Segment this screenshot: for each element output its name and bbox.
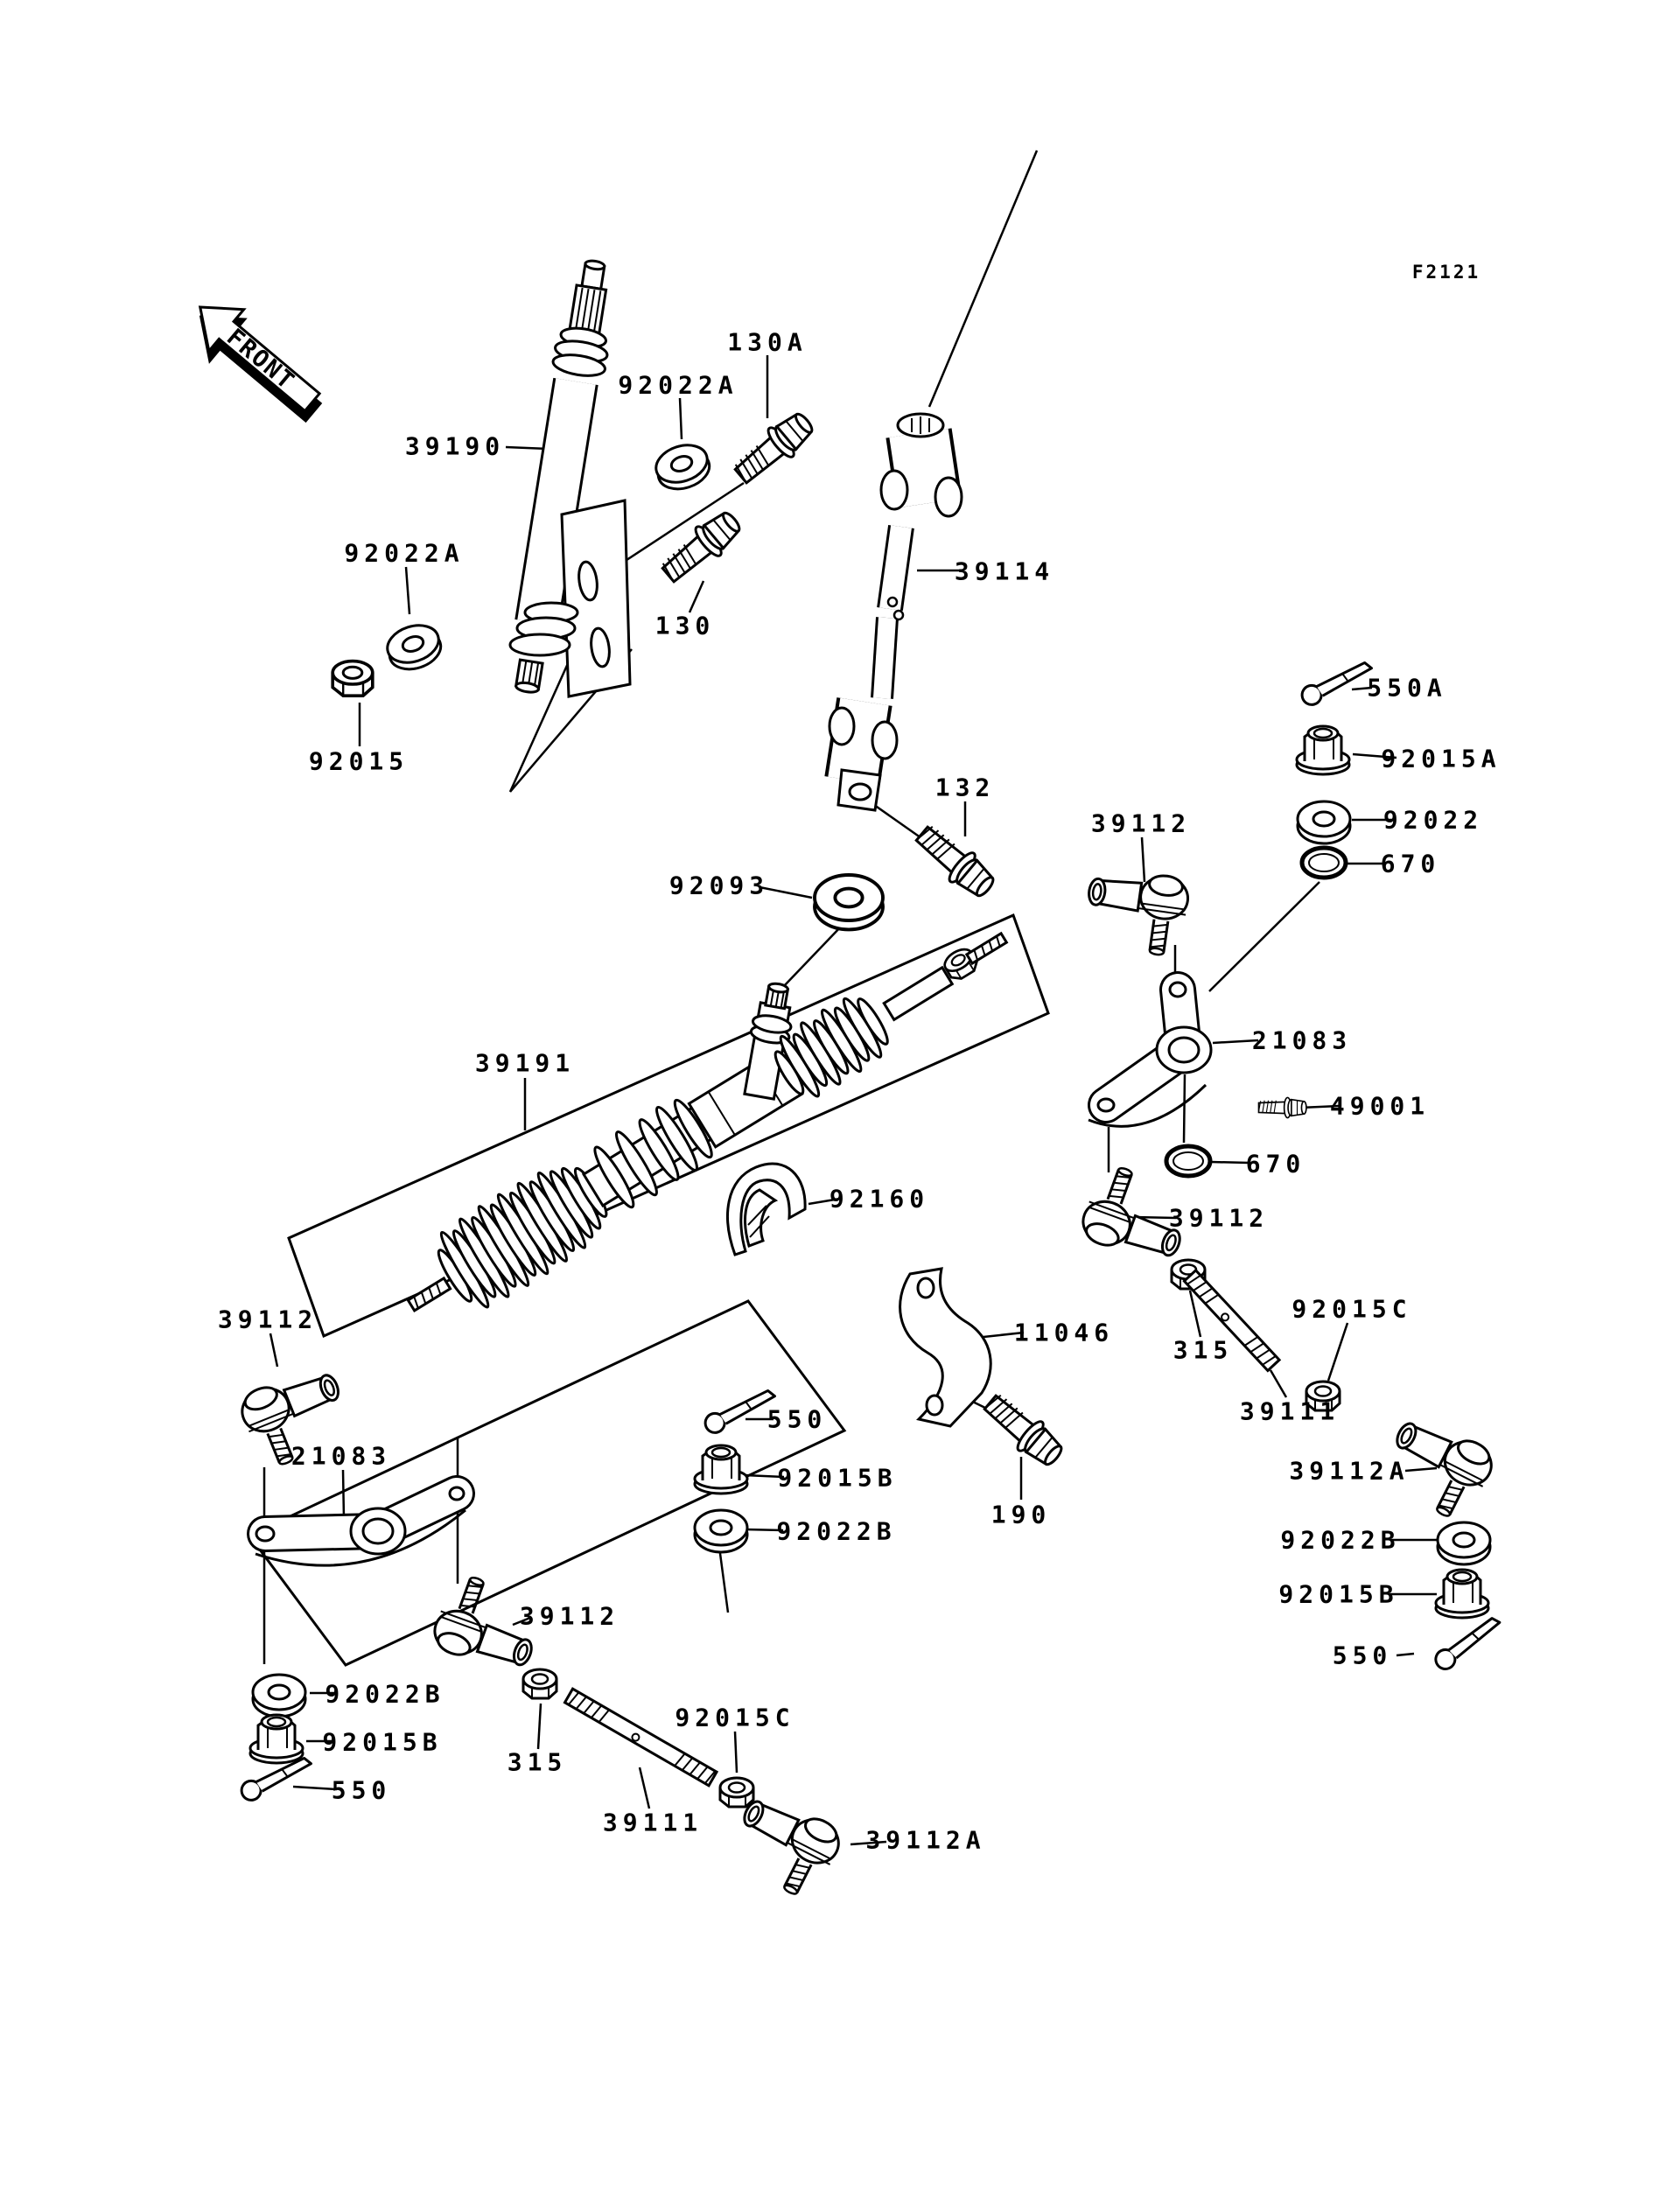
cotter-pin-550-c [699,1388,781,1437]
front-arrow: FRONT [198,305,323,423]
washer-92022A-1 [649,437,716,497]
washer-92022B-c [693,1508,749,1554]
oring-670-l [1166,1146,1210,1176]
tie-rod-end-39112A-r [1373,1408,1501,1527]
washer-92022A-2 [381,618,447,677]
bolt-190 [976,1387,1070,1474]
clamp-11046 [899,1267,992,1428]
oring-670-u [1302,848,1346,878]
steering-arm-21083-right [1088,971,1213,1128]
grease-fitting-49001 [1257,1096,1307,1119]
cotter-pin-550A [1296,660,1378,709]
tie-rod-end-39112-r1 [1080,864,1193,960]
washer-92093 [813,873,885,932]
nut-92015B-l [248,1713,304,1765]
nut-92015A [1295,724,1351,776]
steering-arm-21083-left [247,1475,475,1567]
ujoint-shaft-39114 [824,412,963,812]
nut-92015C-r [1305,1380,1341,1412]
nut-92015B-c [693,1444,749,1495]
washer-92022B-l [251,1673,307,1718]
mount-grommet-92160 [726,1162,807,1256]
nut-92015 [331,659,374,698]
bolt-130A [727,404,821,492]
bolt-132 [908,818,1002,906]
nut-92015B-r [1434,1568,1490,1620]
leader-lines [269,355,1438,1846]
tie-rod-end-39112-l1 [234,1360,359,1473]
rack-assembly-39191 [406,931,1009,1313]
tie-rod-end-39112-r2 [1075,1159,1199,1271]
cotter-pin-550-r [1427,1614,1510,1674]
tie-rod-39111-right [1182,1268,1282,1373]
nut-92015C-l [718,1776,755,1809]
tie-rod-end-39112-l2 [427,1569,550,1681]
bolt-130 [654,503,748,591]
nut-315-l [522,1668,558,1700]
washer-92022 [1296,800,1352,845]
steering-column-39190 [508,259,632,698]
projection-box-lower [247,1299,847,1667]
washer-92022B-r [1436,1521,1492,1566]
tie-rod-39111-left [563,1687,719,1788]
figure-code: F2121 [1411,262,1481,283]
